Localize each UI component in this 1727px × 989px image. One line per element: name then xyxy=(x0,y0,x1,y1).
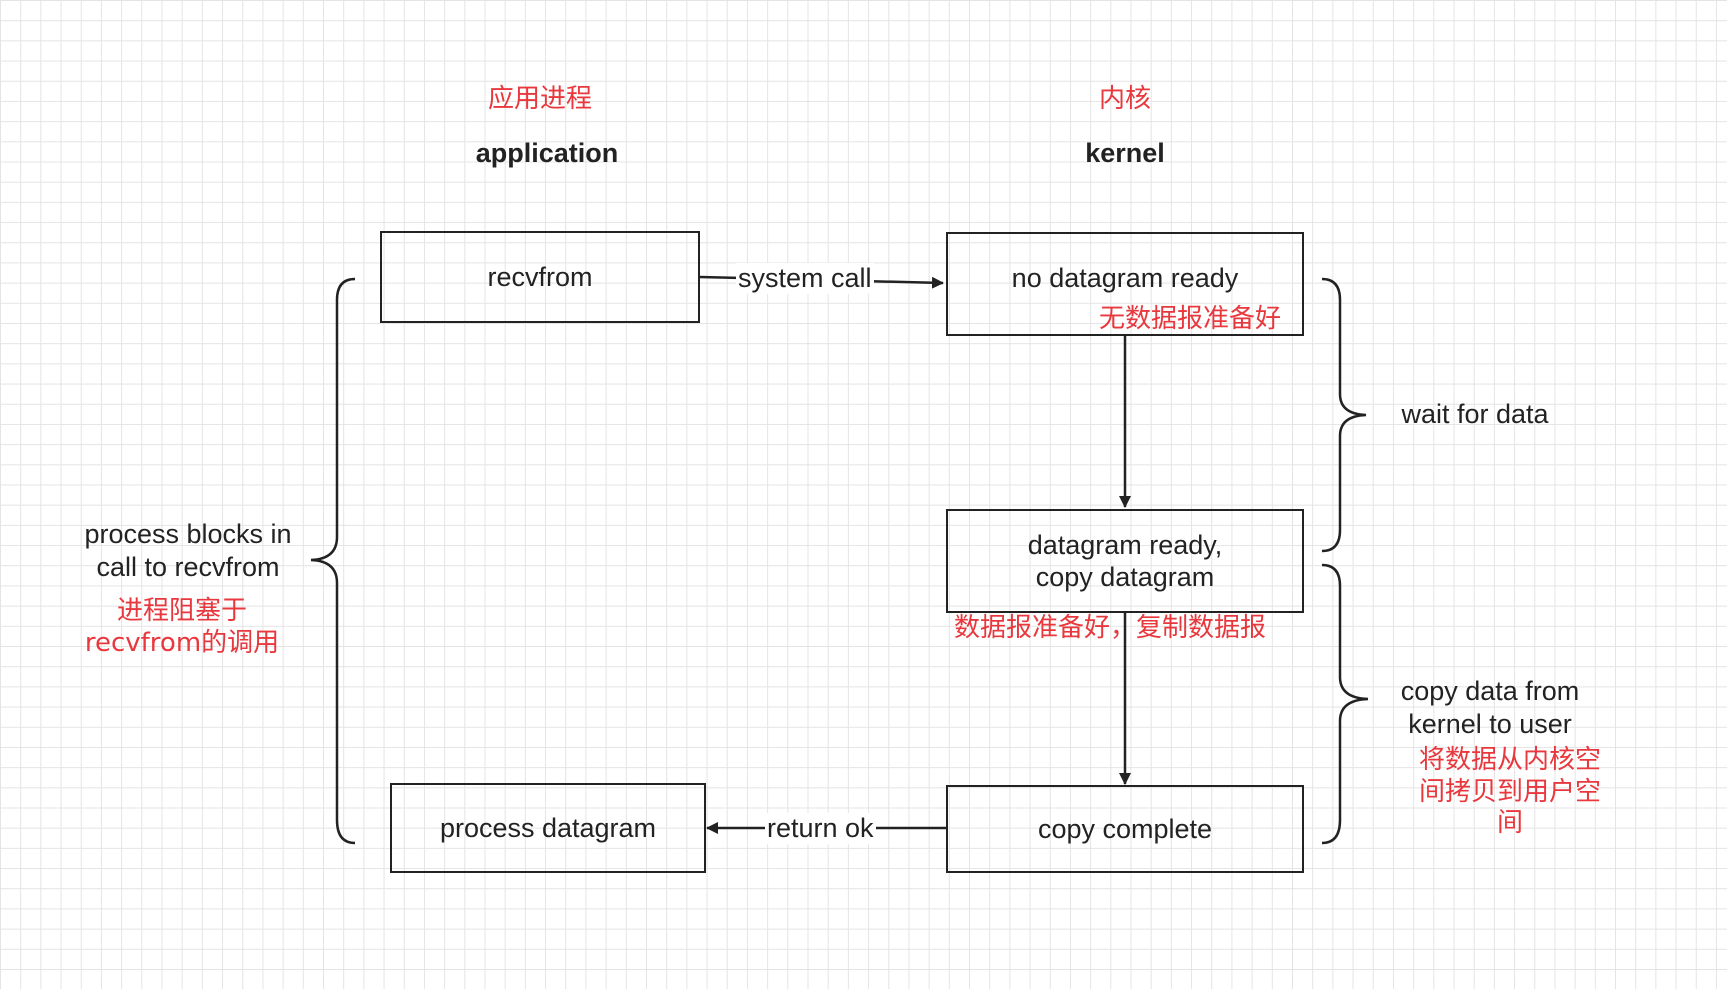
process-datagram-box: process datagram xyxy=(390,783,706,873)
datagram-ready-box: datagram ready, copy datagram xyxy=(946,509,1304,613)
system-call-label: system call xyxy=(736,263,874,294)
copy-complete-label: copy complete xyxy=(1037,813,1213,844)
no-datagram-ready-cn: 无数据报准备好 xyxy=(1098,304,1281,334)
process-blocks-label: process blocks in call to recvfrom xyxy=(84,519,292,582)
wait-for-data-brace xyxy=(1321,277,1367,553)
application-header: application xyxy=(475,138,619,168)
application-header-cn: 应用进程 xyxy=(487,84,592,114)
return-ok-label: return ok xyxy=(765,813,876,844)
wait-for-data-label: wait for data xyxy=(1401,399,1549,429)
copy-complete-box: copy complete xyxy=(946,785,1304,873)
recvfrom-label: recvfrom xyxy=(487,261,593,292)
no-datagram-ready-label: no datagram ready xyxy=(1011,262,1239,293)
process-blocks-brace xyxy=(310,277,356,845)
no-datagram-ready-box: no datagram ready xyxy=(946,232,1304,336)
copy-data-brace xyxy=(1321,563,1369,845)
copy-data-cn: 将数据从内核空 间拷贝到用户空 间 xyxy=(1418,745,1601,839)
kernel-header-cn: 内核 xyxy=(1098,84,1151,114)
datagram-ready-label: datagram ready, copy datagram xyxy=(1027,529,1223,592)
recvfrom-box: recvfrom xyxy=(380,231,700,323)
process-datagram-label: process datagram xyxy=(439,812,657,843)
kernel-header: kernel xyxy=(1085,138,1165,168)
datagram-ready-cn: 数据报准备好，复制数据报 xyxy=(953,613,1266,643)
copy-data-label: copy data from kernel to user xyxy=(1400,676,1580,739)
process-blocks-cn: 进程阻塞于 recvfrom的调用 xyxy=(84,596,280,658)
